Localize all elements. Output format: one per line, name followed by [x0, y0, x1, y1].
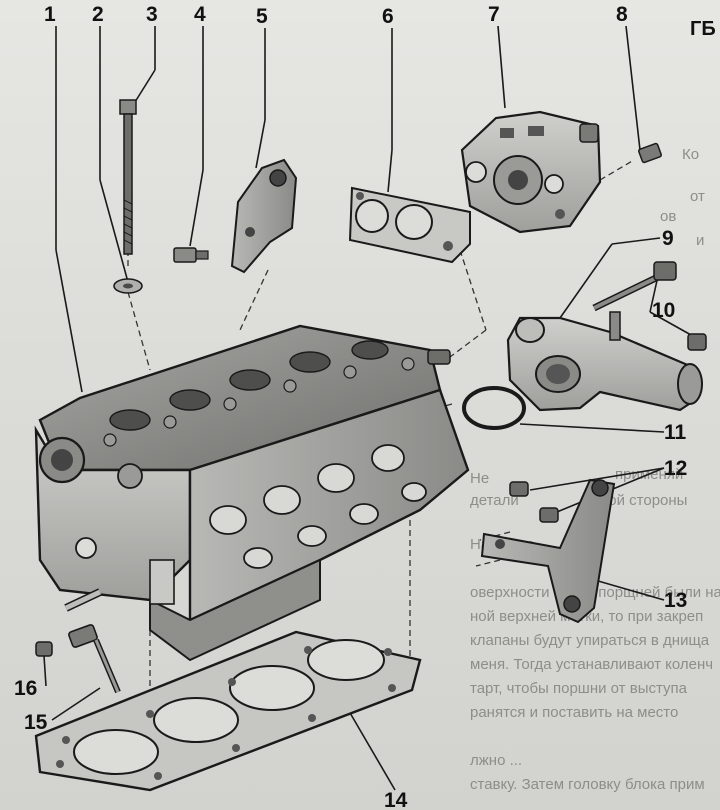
bg-text: ов	[660, 208, 677, 225]
sender-bolt	[35, 641, 53, 657]
callout-16: 16	[14, 677, 38, 700]
bg-text: ранятся и поставить на место	[470, 704, 679, 721]
callout-14: 14	[384, 789, 408, 810]
gasket	[348, 186, 471, 264]
callout-10: 10	[652, 299, 676, 322]
bg-text: детали	[470, 492, 519, 509]
temperature-sender	[68, 624, 121, 694]
head-gasket	[34, 630, 422, 792]
callout-3: 3	[146, 3, 158, 26]
bg-text: от	[690, 188, 705, 205]
callout-9: 9	[662, 227, 674, 250]
bg-text: и	[696, 232, 705, 249]
head-bolt	[119, 99, 137, 255]
flange-bolts	[592, 261, 707, 351]
callout-15: 15	[24, 711, 48, 734]
bg-text: ной верхней метки, то при закреп	[470, 608, 704, 625]
callout-1: 1	[44, 3, 56, 26]
bg-text: ставку. Затем головку блока прим	[470, 776, 705, 793]
bg-text: Ко	[682, 146, 700, 163]
bracket	[480, 478, 616, 624]
lifting-eye	[230, 158, 298, 274]
sensor	[173, 247, 209, 263]
page-header-fragment: ГБ	[690, 18, 716, 40]
callout-11: 11	[664, 421, 687, 444]
callout-13: 13	[664, 589, 688, 612]
callout-6: 6	[382, 5, 394, 28]
bg-text: клапаны будут упираться в днища	[470, 632, 710, 649]
cylinder-head	[34, 324, 470, 662]
callout-7: 7	[488, 3, 500, 26]
coolant-flange	[506, 311, 703, 412]
bg-text: меня. Тогда устанавливают коленч	[470, 656, 714, 673]
callout-8: 8	[616, 3, 628, 26]
o-ring	[462, 386, 526, 430]
bg-text: лжно ...	[470, 752, 523, 769]
small-bolt	[638, 142, 662, 164]
vacuum-pump	[460, 110, 602, 234]
bg-text: тарт, чтобы поршни от выступа	[470, 680, 687, 697]
bg-text: Не	[470, 470, 490, 487]
callout-2: 2	[92, 3, 104, 26]
callout-4: 4	[194, 3, 206, 26]
callout-12: 12	[664, 457, 688, 480]
callout-5: 5	[256, 5, 268, 28]
bg-text: ной стороны	[600, 492, 688, 509]
bracket-bolts	[509, 481, 559, 523]
